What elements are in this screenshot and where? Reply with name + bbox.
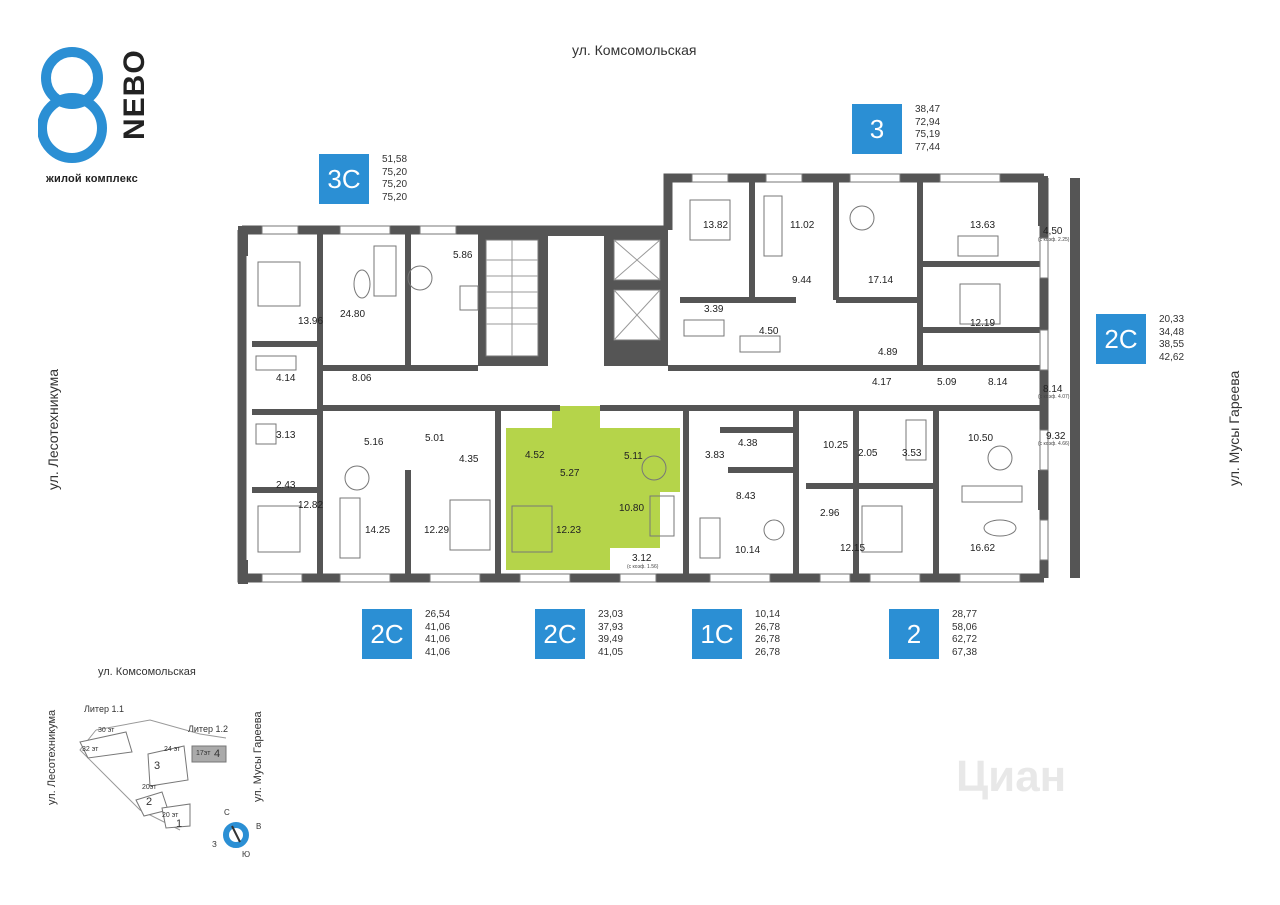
floor-count: 30 эт (98, 727, 115, 734)
apartment-badge: 1C (692, 609, 742, 659)
room-area: 5.86 (453, 250, 473, 261)
room-area: 5.01 (425, 433, 445, 444)
room-area: 4.89 (878, 347, 898, 358)
room-area: 3.12 (632, 553, 652, 564)
apartment-badge: 2C (535, 609, 585, 659)
room-area: 24.80 (340, 309, 366, 320)
logo-subtitle: жилой комплекс (46, 173, 138, 185)
room-area: 16.62 (970, 543, 996, 554)
compass-north: С (224, 808, 230, 817)
room-area: 4.17 (872, 377, 892, 388)
room-area: 4.14 (276, 373, 296, 384)
room-area: 8.06 (352, 373, 372, 384)
room-area: 12.23 (556, 525, 582, 536)
room-area: 5.09 (937, 377, 957, 388)
coefficient-note: (с коэф. 4.07) (1038, 394, 1070, 400)
floor-count: 20эт (142, 784, 157, 791)
room-area: 3.39 (704, 304, 724, 315)
room-area: 10.50 (968, 433, 994, 444)
section-number: 2 (146, 796, 153, 808)
coefficient-note: (с коэф. 2.25) (1038, 237, 1070, 243)
floor-count: 17эт (196, 750, 211, 757)
room-area: 12.15 (840, 543, 866, 554)
logo-eight-icon (37, 47, 107, 163)
room-area: 13.96 (298, 316, 324, 327)
room-area: 14.25 (365, 525, 391, 536)
street-top: ул. Комсомольская (572, 42, 697, 58)
room-area: 12.19 (970, 318, 996, 329)
room-area: 10.14 (735, 545, 761, 556)
room-area: 2.43 (276, 480, 296, 491)
room-area: 5.16 (364, 437, 384, 448)
apartment-badge: 2 (889, 609, 939, 659)
logo[interactable]: NEBO жилой комплекс (37, 40, 158, 190)
room-area: 12.82 (298, 500, 324, 511)
highlighted-apartment (506, 406, 680, 570)
room-area: 5.11 (624, 451, 643, 462)
room-area: 5.27 (560, 468, 580, 479)
room-area: 4.50 (759, 326, 779, 337)
section-number: 1 (176, 818, 183, 830)
site-plan-map (79, 719, 249, 848)
compass-east: В (256, 822, 262, 831)
apartment-badge: 3 (852, 104, 902, 154)
section-number: 4 (214, 748, 221, 760)
room-area: 13.63 (970, 220, 996, 231)
room-area: 8.14 (988, 377, 1008, 388)
room-area: 3.53 (902, 448, 922, 459)
coefficient-note: (с коэф. 4.66) (1038, 441, 1070, 447)
room-area: 10.80 (619, 503, 645, 514)
room-area: 8.43 (736, 491, 756, 502)
floor-count: 32 эт (82, 746, 99, 753)
watermark: Циан (956, 752, 1067, 801)
room-area: 4.38 (738, 438, 758, 449)
room-area: 2.96 (820, 508, 840, 519)
room-area: 3.83 (705, 450, 725, 461)
liter-label: Литер 1.1 (84, 704, 124, 714)
site-plan: ул. Комсомольская ул. Лесотехникума ул. … (40, 660, 280, 860)
floor-count: 20 эт (162, 812, 179, 819)
room-area: 10.25 (823, 440, 849, 451)
room-area: 17.14 (868, 275, 894, 286)
floor-count: 24 эт (164, 746, 181, 753)
section-number: 3 (154, 760, 161, 772)
compass-south: Ю (242, 850, 251, 859)
room-area: 9.44 (792, 275, 812, 286)
coefficient-note: (с коэф. 1.56) (627, 564, 659, 570)
apartment-badge: 2C (1096, 314, 1146, 364)
site-street-top: ул. Комсомольская (98, 666, 196, 678)
room-area: 4.52 (525, 450, 545, 461)
apartment-badge: 3C (319, 154, 369, 204)
room-area: 4.35 (459, 454, 479, 465)
room-area: 12.29 (424, 525, 450, 536)
apartment-badge: 2C (362, 609, 412, 659)
room-area: 2.05 (858, 448, 878, 459)
room-area: 3.13 (276, 430, 296, 441)
room-area: 4,50 (1043, 226, 1063, 237)
compass-west: З (212, 840, 217, 849)
room-area: 13.82 (703, 220, 729, 231)
room-area: 9.32 (1046, 431, 1066, 442)
room-area: 11.02 (790, 220, 815, 231)
liter-label: Литер 1.2 (188, 724, 228, 734)
room-area: 8.14 (1043, 384, 1063, 395)
